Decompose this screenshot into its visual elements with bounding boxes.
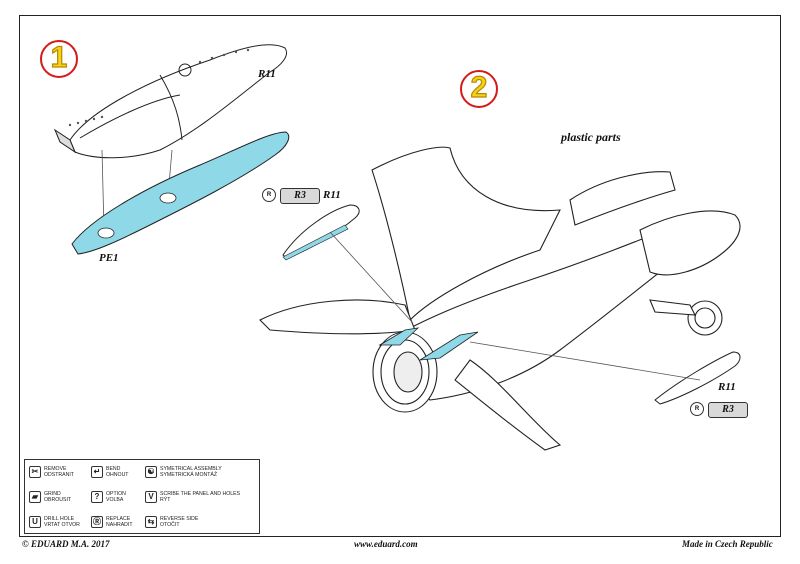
label-pe1: PE1 [99, 252, 119, 264]
replace-icon: R [690, 402, 704, 416]
aircraft-rear [259, 146, 741, 451]
flip-icon: ⇆ [145, 516, 157, 528]
step-2-badge: 2 [460, 70, 498, 108]
knife-icon: ✂ [29, 466, 41, 478]
copyright-text: © EDUARD M.A. 2017 [22, 539, 110, 549]
pe1-etched-plate [71, 131, 290, 255]
scribe-icon: V [145, 491, 157, 503]
origin-text: Made in Czech Republic [682, 539, 773, 549]
step-1-badge: 1 [40, 40, 78, 78]
replace-icon: Ⓡ [91, 516, 103, 528]
part-r11-right [654, 351, 741, 405]
label-r11-left: R11 [323, 189, 341, 201]
rivet-dots [68, 48, 250, 127]
bend-icon: ↵ [91, 466, 103, 478]
guide-lines-2 [329, 231, 701, 381]
replace-icon: R [262, 188, 276, 202]
drill-icon: U [29, 516, 41, 528]
question-icon: ? [91, 491, 103, 503]
yin-yang-icon: ☯ [145, 466, 157, 478]
upper-part-r11 [53, 44, 287, 159]
website-link[interactable]: www.eduard.com [354, 539, 418, 549]
file-icon: ▰ [29, 491, 41, 503]
page-frame [19, 15, 781, 537]
label-r3-right: R3 [708, 402, 748, 418]
pe1-holes [97, 192, 177, 239]
label-r11-top: R11 [258, 68, 276, 80]
label-r11-right: R11 [718, 381, 736, 393]
aircraft-etch-patches [378, 327, 479, 361]
label-r3-left: R3 [280, 188, 320, 204]
label-plastic-parts: plastic parts [561, 130, 621, 144]
